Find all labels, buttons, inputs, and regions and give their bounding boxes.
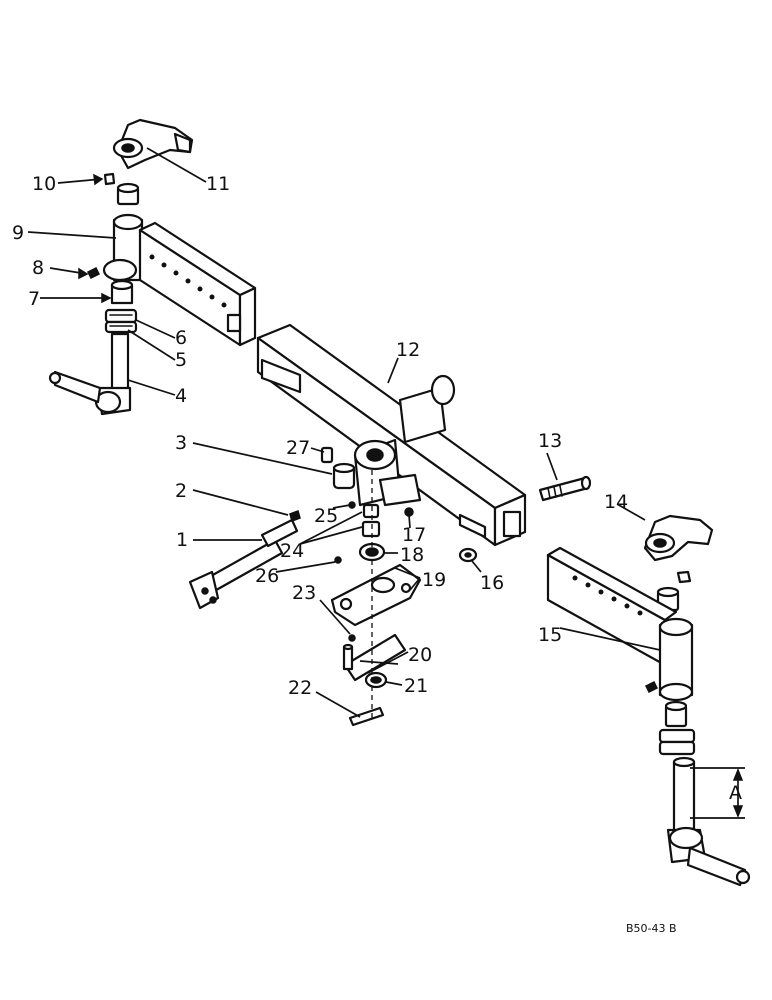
callout-13: 13 bbox=[538, 430, 562, 452]
grease-fitting-right bbox=[644, 680, 659, 694]
shim-22 bbox=[348, 706, 385, 727]
leader-lines bbox=[27, 147, 661, 718]
bushing-3 bbox=[332, 462, 356, 490]
callout-8: 8 bbox=[32, 257, 44, 279]
callout-21: 21 bbox=[404, 675, 428, 697]
callout-24: 24 bbox=[280, 540, 304, 562]
callout-7: 7 bbox=[28, 288, 40, 310]
bearing-seal-right bbox=[658, 728, 696, 756]
callout-26: 26 bbox=[255, 565, 279, 587]
callout-4: 4 bbox=[175, 385, 187, 407]
key-right bbox=[676, 570, 692, 584]
callout-16: 16 bbox=[480, 572, 504, 594]
key-10 bbox=[103, 172, 116, 186]
callout-18: 18 bbox=[400, 544, 424, 566]
extension-arm-left bbox=[102, 213, 257, 347]
callout-9: 9 bbox=[12, 222, 24, 244]
callout-6: 6 bbox=[175, 327, 187, 349]
nut-16 bbox=[458, 547, 478, 563]
callout-27: 27 bbox=[286, 437, 310, 459]
dimension-label: A bbox=[729, 782, 742, 804]
bushing-7 bbox=[110, 279, 134, 305]
drawing-reference: B50-43 B bbox=[626, 922, 677, 935]
callout-22: 22 bbox=[288, 677, 312, 699]
pivot-pin-13 bbox=[538, 475, 592, 502]
callout-19: 19 bbox=[422, 569, 446, 591]
callout-11: 11 bbox=[206, 173, 230, 195]
callout-25: 25 bbox=[314, 505, 338, 527]
plug-17 bbox=[404, 507, 414, 517]
spindle-right bbox=[666, 756, 751, 887]
callout-14: 14 bbox=[604, 491, 628, 513]
spindle-left bbox=[48, 332, 132, 416]
bolt-26 bbox=[334, 556, 342, 564]
plate-20 bbox=[342, 633, 407, 682]
grease-fitting-23 bbox=[348, 634, 356, 642]
callout-5: 5 bbox=[175, 349, 187, 371]
grease-fitting-8 bbox=[86, 266, 101, 280]
bushings-24 bbox=[361, 503, 381, 538]
callout-15: 15 bbox=[538, 624, 562, 646]
extension-arm-right bbox=[546, 546, 694, 702]
bushing-27 bbox=[320, 446, 334, 464]
callout-1: 1 bbox=[176, 529, 188, 551]
pivot-bracket-19 bbox=[330, 563, 422, 627]
steering-arm-right bbox=[643, 514, 714, 562]
callouts: 1 2 3 4 5 6 7 8 9 10 11 12 13 14 15 16 1… bbox=[12, 173, 628, 699]
washer-21 bbox=[364, 671, 388, 689]
fitting-2 bbox=[289, 510, 301, 522]
steering-arm-left bbox=[112, 118, 194, 170]
callout-23: 23 bbox=[292, 582, 316, 604]
axle-beam bbox=[256, 323, 527, 547]
bearing-seal-left bbox=[104, 308, 138, 334]
callout-12: 12 bbox=[396, 339, 420, 361]
bushing-left-upper bbox=[116, 182, 140, 206]
callout-2: 2 bbox=[175, 480, 187, 502]
callout-10: 10 bbox=[32, 173, 56, 195]
callout-3: 3 bbox=[175, 432, 187, 454]
callout-17: 17 bbox=[402, 524, 426, 546]
callout-20: 20 bbox=[408, 644, 432, 666]
dimension-a: A bbox=[690, 767, 745, 819]
bushing-right-lower bbox=[664, 700, 688, 728]
tie-rod bbox=[188, 518, 299, 610]
